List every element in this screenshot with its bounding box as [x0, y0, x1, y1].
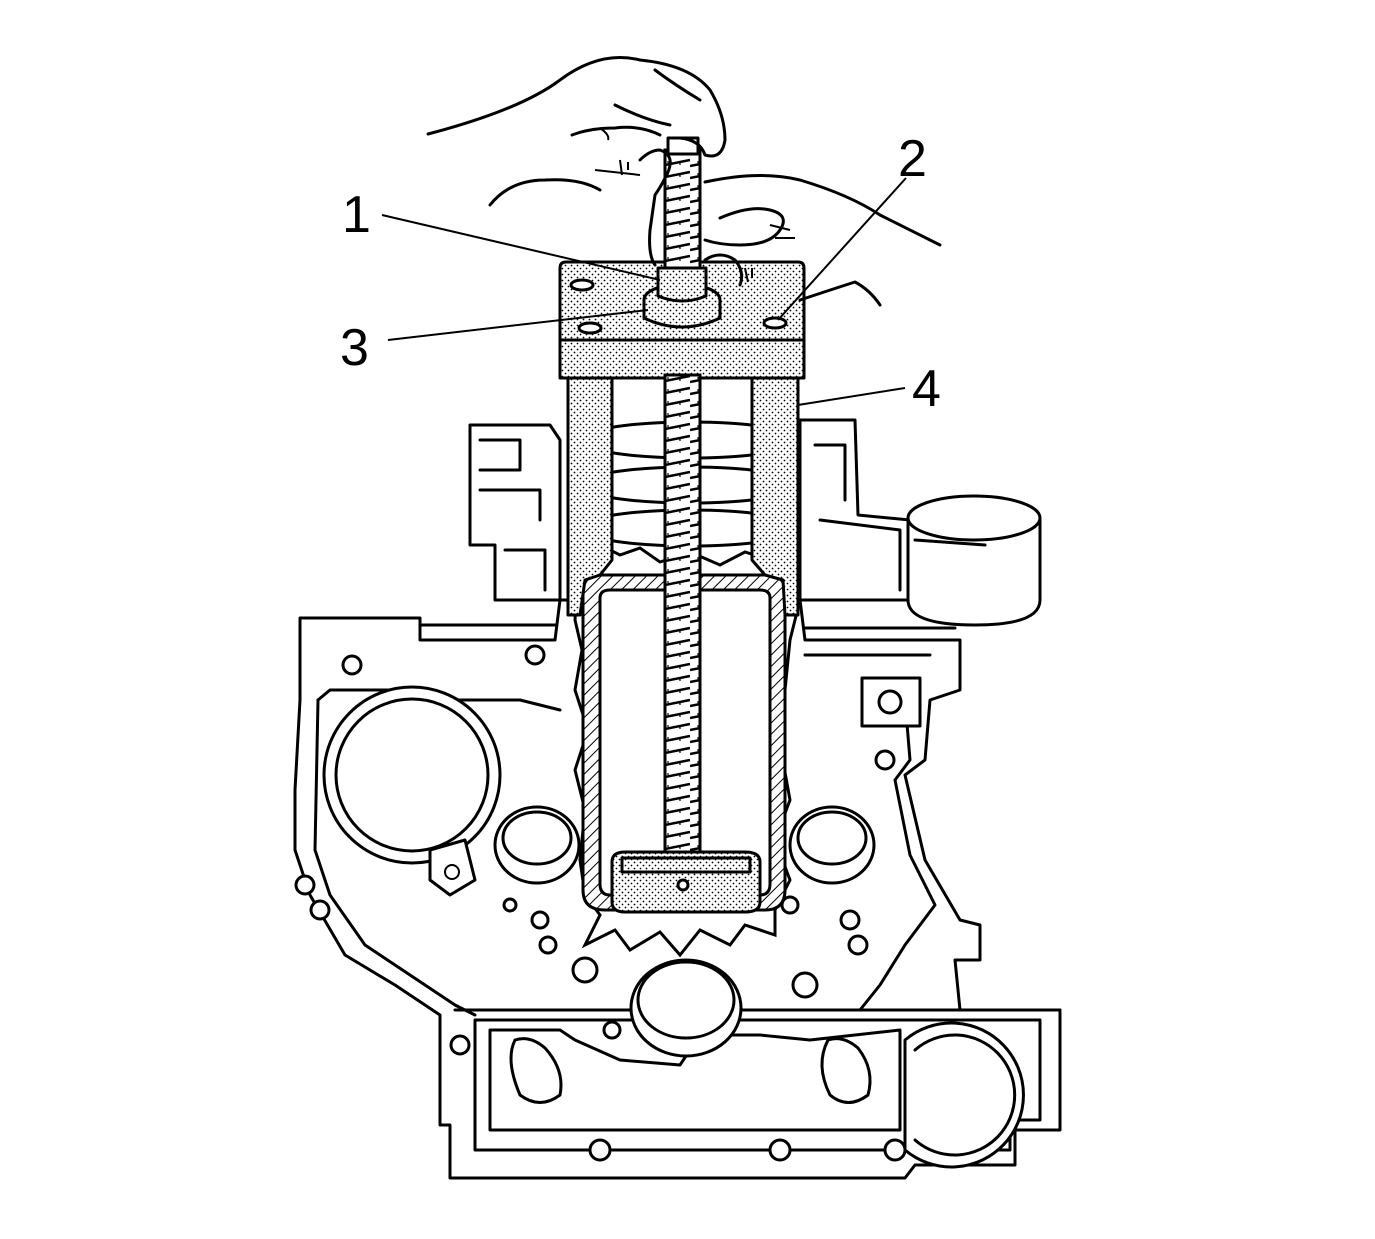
- callout-4: 4: [912, 360, 941, 418]
- callout-2: 2: [898, 130, 927, 188]
- callout-labels: 1 2 3 4: [340, 130, 941, 418]
- hand-illustration: [426, 56, 942, 307]
- leader-1: [381, 214, 661, 281]
- forcing-screw: [610, 136, 762, 914]
- callout-3: 3: [340, 319, 369, 377]
- leader-2: [777, 177, 907, 321]
- puller-tool: [558, 260, 806, 617]
- leader-3: [387, 309, 649, 341]
- leader-4: [797, 387, 906, 406]
- callout-leaders: [381, 177, 907, 406]
- callout-1: 1: [342, 186, 371, 244]
